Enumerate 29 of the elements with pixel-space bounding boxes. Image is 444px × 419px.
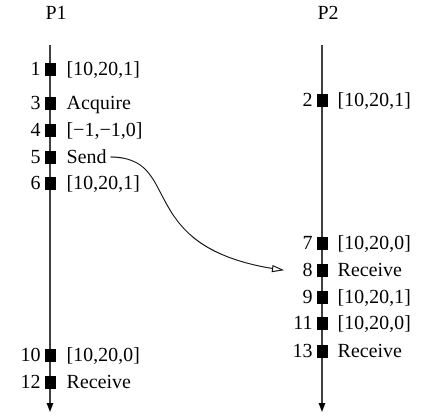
event-number: 13 bbox=[292, 340, 312, 362]
event-number: 5 bbox=[30, 146, 40, 168]
event-number: 6 bbox=[30, 172, 40, 194]
event-number: 10 bbox=[20, 344, 40, 366]
event-label: [10,20,0] bbox=[338, 312, 411, 334]
process-name: P2 bbox=[317, 2, 339, 25]
event-number: 8 bbox=[302, 258, 312, 282]
event-number: 4 bbox=[30, 118, 40, 142]
event-number: 3 bbox=[30, 92, 40, 114]
event-label: Receive bbox=[338, 258, 402, 282]
event-label: [10,20,0] bbox=[338, 232, 411, 254]
event-label: [10,20,1] bbox=[66, 58, 140, 80]
event-label: [10,20,1] bbox=[338, 286, 411, 308]
event-label: Acquire bbox=[66, 92, 131, 114]
event-label: [10,20,1] bbox=[66, 172, 140, 194]
event-label: [10,20,0] bbox=[66, 344, 140, 366]
event-label: Receive bbox=[66, 370, 131, 394]
event-number: 2 bbox=[302, 88, 312, 112]
event-label: [−1,−1,0] bbox=[66, 118, 142, 142]
event-number: 7 bbox=[302, 232, 312, 254]
event-number: 1 bbox=[30, 58, 40, 80]
process-name: P1 bbox=[45, 2, 67, 25]
event-number: 9 bbox=[302, 286, 312, 308]
message-arrow bbox=[110, 156, 283, 272]
event-label: Send bbox=[66, 146, 106, 168]
event-number: 12 bbox=[20, 370, 40, 394]
event-label: Receive bbox=[338, 340, 402, 362]
event-number: 11 bbox=[292, 312, 312, 334]
event-label: [10,20,1] bbox=[338, 88, 411, 112]
